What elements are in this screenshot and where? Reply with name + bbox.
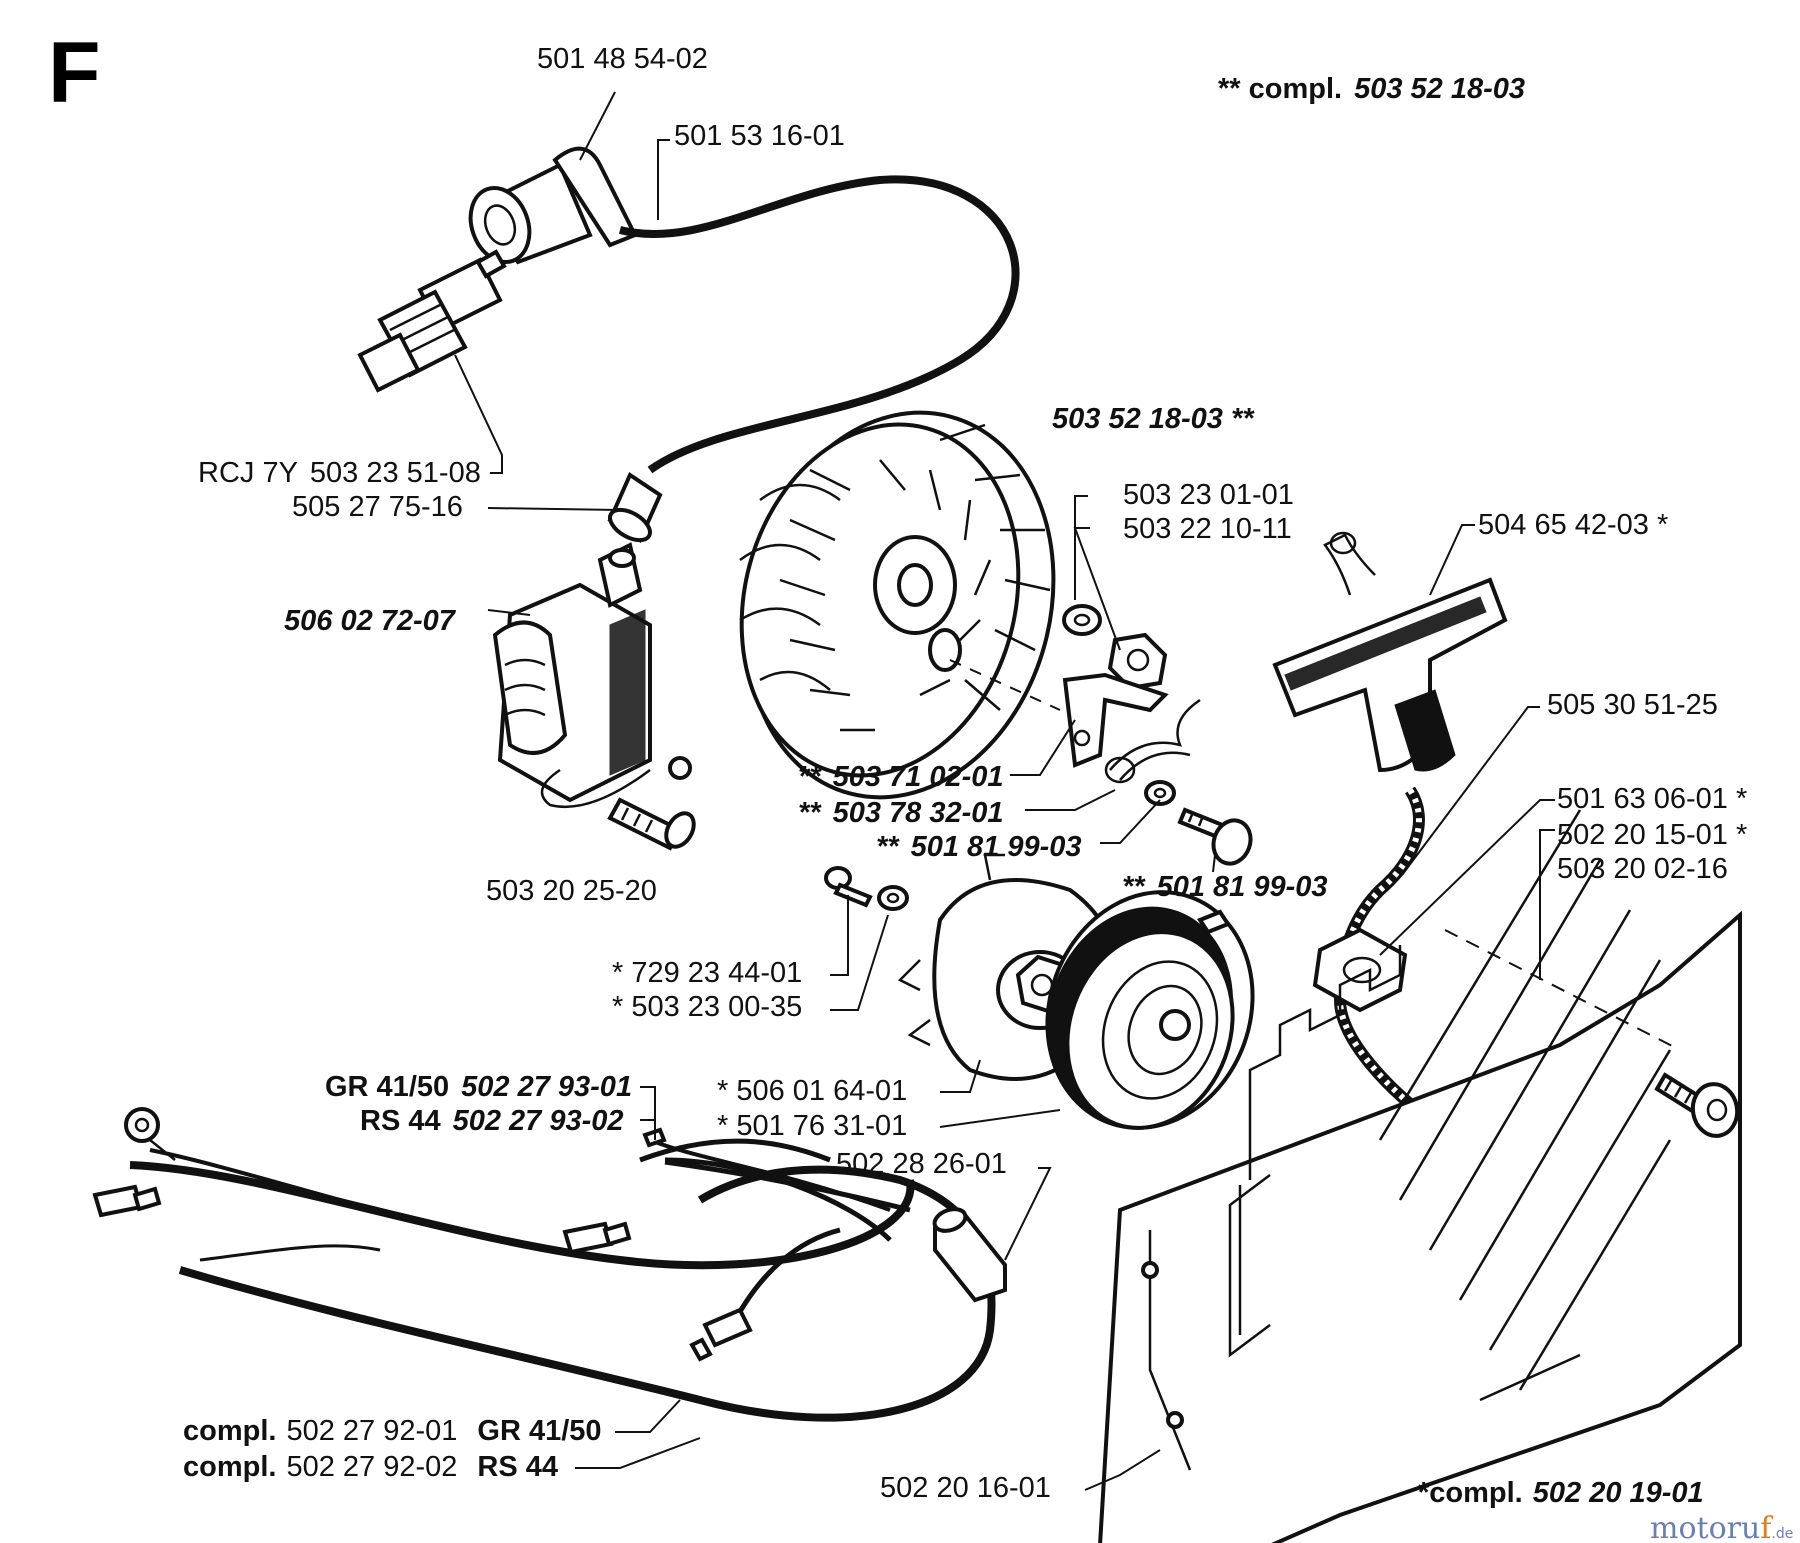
label-spring-cassette: * 501 76 31-01 xyxy=(717,1110,907,1142)
label-pawl-washer-row: ** 501 81 99-03 xyxy=(876,831,1082,863)
label-boot: 501 48 54-02 xyxy=(537,43,708,75)
label-plug-prefix: RCJ 7Y xyxy=(198,457,298,489)
ht-cable xyxy=(619,175,1020,474)
label-bushing1: 501 63 06-01 * xyxy=(1557,783,1747,815)
spark-plug xyxy=(357,249,507,393)
pawl-spring xyxy=(1104,698,1201,784)
cover-screw xyxy=(1654,1072,1740,1138)
label-wire-gr-prefix: GR 41/50 xyxy=(325,1071,449,1103)
label-wire-rs: 502 27 93-02 xyxy=(453,1105,624,1137)
label-plug-row: RCJ 7Y 503 23 51-08 xyxy=(198,457,481,489)
watermark-accent: f xyxy=(1760,1511,1773,1543)
label-cover-compl-row: *compl. 502 20 19-01 xyxy=(1418,1477,1704,1509)
label-cover: 502 20 16-01 xyxy=(880,1472,1051,1504)
watermark-suffix: .de xyxy=(1771,1526,1793,1542)
coil-screw xyxy=(607,797,696,851)
label-spring-row: ** 503 78 32-01 xyxy=(798,797,1004,829)
label-cable-end: 505 27 75-16 xyxy=(292,491,463,523)
label-pawl-washer-prefix: ** xyxy=(876,831,900,863)
label-wire-rs-row: RS 44 502 27 93-02 xyxy=(360,1105,624,1137)
starter-cover xyxy=(1098,809,1742,1543)
label-cover-compl-prefix: *compl. xyxy=(1418,1477,1523,1509)
label-cable: 501 53 16-01 xyxy=(674,120,845,152)
wiring-harness xyxy=(92,1107,996,1422)
protective-sleeve xyxy=(932,1207,1007,1303)
label-pawl-bolt: 501 81 99-03 xyxy=(1157,871,1328,903)
label-handle: 504 65 42-03 * xyxy=(1478,509,1668,541)
section-letter: F xyxy=(48,25,101,121)
pawl-bolt xyxy=(1177,807,1253,866)
spring-cassette xyxy=(1045,890,1255,1130)
label-washer: 503 23 01-01 xyxy=(1123,479,1294,511)
pawl xyxy=(1062,672,1169,768)
flywheel xyxy=(739,410,1056,800)
label-plug: 503 23 51-08 xyxy=(310,457,481,489)
label-sleeve: 502 28 26-01 xyxy=(836,1148,1007,1180)
spark-plug-boot xyxy=(468,146,638,265)
label-rope: 505 30 51-25 xyxy=(1547,689,1718,721)
label-coil-screw: 503 20 25-20 xyxy=(486,875,657,907)
nut xyxy=(1107,632,1168,691)
label-pawl-prefix: ** xyxy=(798,761,822,793)
label-bushing2: 502 20 15-01 * xyxy=(1557,819,1747,851)
pulley-washer xyxy=(877,885,909,911)
label-wire-gr: 502 27 93-01 xyxy=(461,1071,632,1103)
washer xyxy=(1062,604,1102,636)
label-pulley: * 506 01 64-01 xyxy=(717,1075,907,1107)
label-pawl-bolt-row: ** 501 81 99-03 xyxy=(1122,871,1328,903)
label-harness2: 502 27 92-02 xyxy=(286,1451,457,1483)
label-nut: 503 22 10-11 xyxy=(1123,513,1292,545)
label-harness2-model: RS 44 xyxy=(477,1451,558,1483)
starter-handle xyxy=(1272,531,1508,773)
label-pawl-bolt-prefix: ** xyxy=(1122,871,1146,903)
pawl-washer xyxy=(1144,780,1176,806)
label-pawl-row: ** 503 71 02-01 xyxy=(798,761,1004,793)
label-pawl: 503 71 02-01 xyxy=(833,761,1004,793)
label-cover-screw: 503 20 02-16 xyxy=(1557,853,1728,885)
label-pulley-screw: * 729 23 44-01 xyxy=(612,957,802,989)
label-harness1: 502 27 92-01 xyxy=(286,1415,457,1447)
label-coil: 506 02 72-07 xyxy=(284,605,457,637)
watermark: motoruf.de xyxy=(1650,1511,1793,1543)
label-spring-prefix: ** xyxy=(798,797,822,829)
rope-bushing xyxy=(1312,927,1408,1013)
label-harness1-prefix: compl. xyxy=(183,1415,276,1447)
header-note: ** compl. 503 52 18-03 xyxy=(1218,73,1525,105)
cable-end-fitting xyxy=(607,472,663,543)
label-pulley-washer: * 503 23 00-35 xyxy=(612,991,802,1023)
watermark-main: motoru xyxy=(1650,1511,1760,1543)
label-harness2-row: compl. 502 27 92-02 RS 44 xyxy=(183,1451,558,1483)
label-harness2-prefix: compl. xyxy=(183,1451,276,1483)
label-harness1-row: compl. 502 27 92-01 GR 41/50 xyxy=(183,1415,602,1447)
label-flywheel-suffix: ** xyxy=(1231,403,1255,435)
label-flywheel-row: 503 52 18-03 ** xyxy=(1052,403,1255,435)
label-wire-rs-prefix: RS 44 xyxy=(360,1105,441,1137)
header-note-number: 503 52 18-03 xyxy=(1354,73,1525,105)
pulley-screw xyxy=(824,866,873,908)
label-flywheel: 503 52 18-03 xyxy=(1052,403,1223,435)
label-wire-gr-row: GR 41/50 502 27 93-01 xyxy=(325,1071,632,1103)
leader-lines xyxy=(454,91,1555,1491)
label-spring: 503 78 32-01 xyxy=(833,797,1004,829)
header-note-prefix: ** compl. xyxy=(1218,73,1342,105)
label-pawl-washer: 501 81 99-03 xyxy=(911,831,1082,863)
label-cover-compl: 502 20 19-01 xyxy=(1533,1477,1704,1509)
label-harness1-model: GR 41/50 xyxy=(477,1415,601,1447)
ignition-coil xyxy=(492,542,692,809)
